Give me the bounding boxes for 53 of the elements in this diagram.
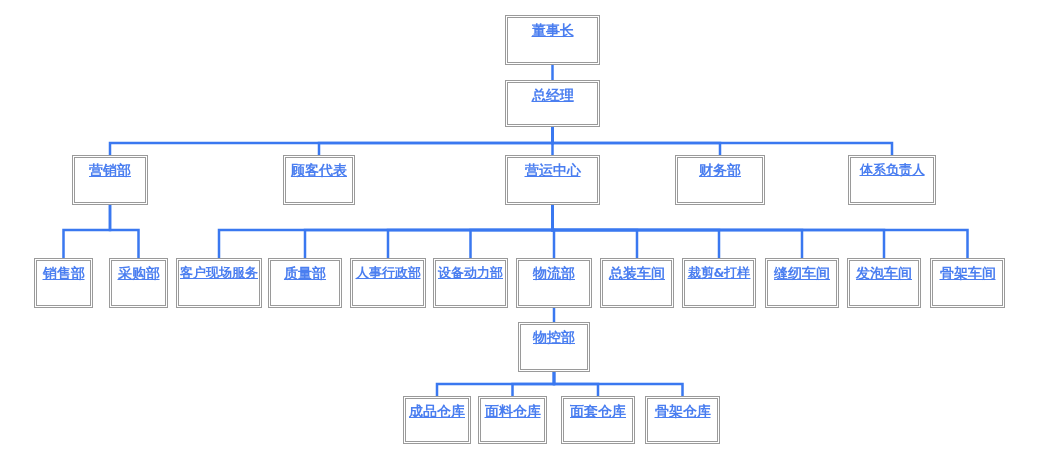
box-label: 人事行政部 <box>355 265 421 282</box>
org-box <box>350 258 426 308</box>
box-label: 销售部 <box>42 265 85 283</box>
org-box <box>72 155 148 205</box>
connector-line <box>551 127 894 155</box>
connector-line <box>551 205 969 258</box>
org-box <box>109 258 168 308</box>
box-label: 财务部 <box>699 162 741 180</box>
org-box <box>403 396 471 444</box>
org-box <box>268 258 342 308</box>
box-label: 董事长 <box>531 22 574 40</box>
org-box <box>600 258 674 308</box>
box-label: 质量部 <box>284 265 326 283</box>
org-box <box>930 258 1005 308</box>
box-label: 营销部 <box>89 162 131 180</box>
org-box <box>848 155 936 205</box>
box-label: 总装车间 <box>609 265 665 283</box>
connector-line <box>108 205 140 258</box>
org-box <box>34 258 93 308</box>
org-box <box>283 155 355 205</box>
org-box <box>561 396 635 444</box>
box-label: 体系负责人 <box>859 162 925 179</box>
org-box <box>505 155 600 205</box>
org-box <box>675 155 765 205</box>
org-box <box>765 258 839 308</box>
connector-line <box>551 65 554 80</box>
box-label: 面套仓库 <box>570 403 626 421</box>
org-box <box>847 258 921 308</box>
connector-line <box>552 372 684 396</box>
box-label: 采购部 <box>117 265 160 283</box>
org-box <box>505 80 600 127</box>
box-label: 顾客代表 <box>291 162 347 180</box>
org-box <box>176 258 262 308</box>
box-label: 客户现场服务 <box>180 265 258 282</box>
org-box <box>433 258 508 308</box>
org-box <box>518 322 590 372</box>
box-label: 物流部 <box>533 265 575 283</box>
org-box <box>645 396 720 444</box>
box-label: 营运中心 <box>524 162 581 180</box>
box-label: 骨架仓库 <box>654 403 711 421</box>
org-box <box>505 15 600 65</box>
box-label: 物控部 <box>533 329 575 347</box>
box-label: 设备动力部 <box>438 265 503 282</box>
box-label: 成品仓库 <box>409 403 465 421</box>
box-label: 面料仓库 <box>484 403 541 421</box>
box-label: 骨架车间 <box>939 265 996 283</box>
org-box <box>682 258 756 308</box>
org-box <box>516 258 592 308</box>
box-label: 裁剪&打样 <box>687 265 751 282</box>
box-label: 发泡车间 <box>856 265 912 283</box>
org-box <box>478 396 547 444</box>
box-label: 缝纫车间 <box>774 265 830 283</box>
box-label: 总经理 <box>531 87 574 105</box>
